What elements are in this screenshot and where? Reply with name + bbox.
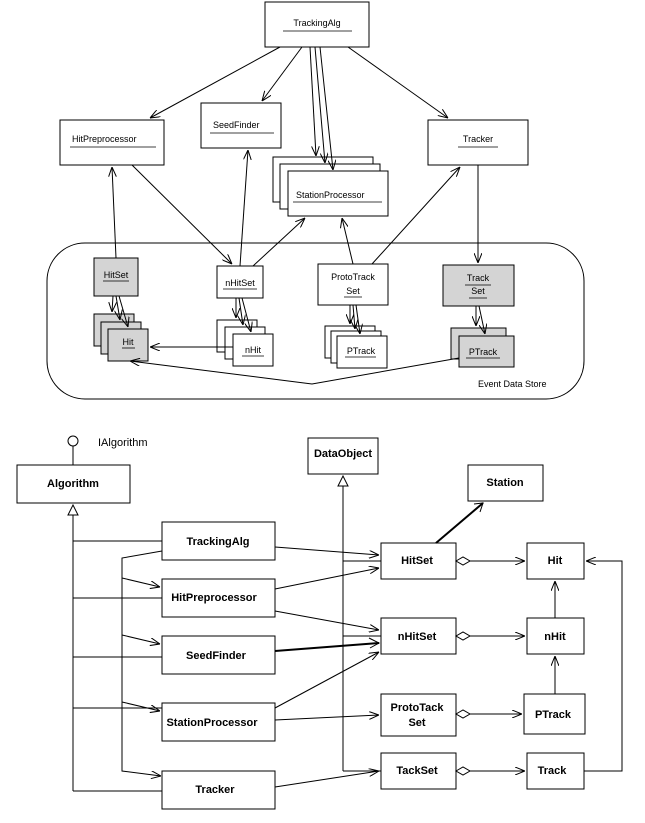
top-prototrack-line1: ProtoTrack — [331, 272, 375, 282]
top-tracker-box: Tracker — [427, 119, 529, 166]
hit-preprocessor-box: HitPreprocessor — [161, 578, 276, 618]
top-hit-stack: Hit — [93, 313, 149, 362]
top-trackset-line2: Set — [471, 286, 485, 296]
station-label: Station — [486, 477, 524, 489]
protoset-line2: Set — [408, 717, 425, 729]
top-tracking-alg-label: TrackingAlg — [293, 18, 340, 28]
tracker-box: Tracker — [161, 770, 276, 810]
nhit-label: nHit — [544, 631, 566, 643]
tracking-alg-uses — [121, 550, 163, 776]
data-object-box: DataObject — [307, 437, 379, 475]
ialgorithm-interface-icon — [67, 435, 79, 447]
hit-label: Hit — [548, 555, 563, 567]
track-box: Track — [526, 752, 585, 790]
hit-box: Hit — [526, 542, 585, 580]
seed-finder-box: SeedFinder — [161, 635, 276, 675]
station-processor-label: StationProcessor — [166, 717, 258, 729]
top-trackset-line1: Track — [467, 273, 490, 283]
protoset-box: ProtoTack Set — [380, 693, 457, 737]
top-hit-preprocessor-label: HitPreprocessor — [72, 134, 137, 144]
nhit-box: nHit — [526, 617, 585, 655]
track-label: Track — [538, 765, 568, 777]
right-column-associations — [555, 561, 623, 772]
top-hit-preprocessor-box: HitPreprocessor — [59, 119, 165, 166]
top-nhit-stack: nHit — [216, 319, 274, 367]
top-tracker-label: Tracker — [463, 134, 493, 144]
algorithm-inheritance — [73, 505, 162, 792]
top-hitset-label: HitSet — [104, 270, 129, 280]
top-nhitset-label: nHitSet — [225, 278, 255, 288]
data-object-inheritance — [343, 476, 381, 772]
top-hitset-box: HitSet — [93, 257, 139, 297]
tackset-label: TackSet — [396, 765, 438, 777]
station-processor-box: StationProcessor — [161, 702, 276, 742]
top-ptrack-label: PTrack — [347, 346, 376, 356]
nhitset-label: nHitSet — [398, 631, 437, 643]
top-seed-finder-box: SeedFinder — [200, 102, 282, 149]
top-prototrack-set-box: ProtoTrack Set — [317, 263, 389, 306]
tracker-label: Tracker — [195, 784, 235, 796]
seed-finder-label: SeedFinder — [186, 650, 247, 662]
top-nhitset-box: nHitSet — [216, 265, 264, 299]
top-prototrack-line2: Set — [346, 286, 360, 296]
event-data-store-label: Event Data Store — [478, 379, 547, 389]
top-ptrack-stack: PTrack — [324, 325, 388, 369]
hit-preprocessor-label: HitPreprocessor — [171, 592, 257, 604]
top-arrows — [112, 46, 485, 385]
bottom-diagram: IAlgorithm Algorithm DataObject Station … — [16, 435, 623, 810]
top-seed-finder-label: SeedFinder — [213, 120, 260, 130]
station-box: Station — [467, 464, 544, 502]
tracking-alg-label: TrackingAlg — [187, 536, 250, 548]
top-ptrack-gray-label: PTrack — [469, 347, 498, 357]
nhitset-box: nHitSet — [380, 617, 457, 655]
top-nhit-label: nHit — [245, 345, 262, 355]
ptrack-label: PTrack — [535, 709, 572, 721]
aggregations — [456, 561, 525, 771]
hitset-label: HitSet — [401, 555, 433, 567]
top-hit-label: Hit — [123, 337, 134, 347]
top-station-processor-stack: StationProcessor — [272, 156, 389, 217]
hitset-box: HitSet — [380, 542, 457, 580]
event-data-store-region — [46, 242, 585, 400]
ialgorithm-label: IAlgorithm — [98, 437, 148, 449]
top-tracking-alg-box: TrackingAlg — [264, 1, 370, 48]
algorithm-data-associations — [274, 502, 484, 788]
tackset-box: TackSet — [380, 752, 457, 790]
top-station-processor-label: StationProcessor — [296, 190, 365, 200]
ptrack-box: PTrack — [523, 693, 586, 735]
algorithm-label: Algorithm — [47, 478, 99, 490]
data-object-label: DataObject — [314, 448, 372, 460]
algorithm-box: Algorithm — [16, 464, 131, 504]
top-ptrack-gray-stack: PTrack — [450, 327, 515, 368]
protoset-line1: ProtoTack — [391, 702, 445, 714]
tracking-alg-box: TrackingAlg — [161, 521, 276, 561]
top-trackset-box: Track Set — [442, 264, 515, 307]
top-diagram: Event Data Store TrackingAlg HitPreproce… — [46, 1, 585, 400]
